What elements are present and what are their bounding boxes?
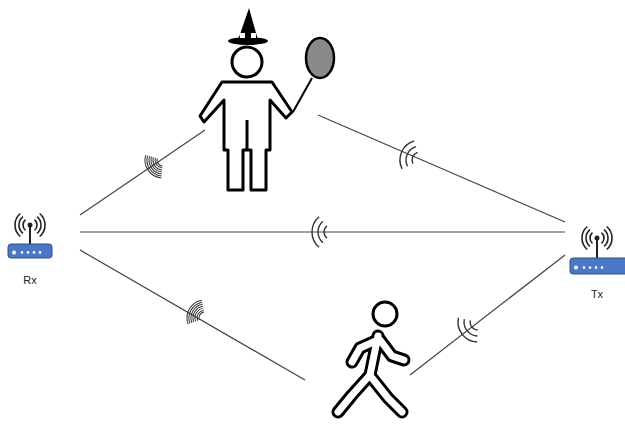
dense-signal-wave	[140, 155, 161, 181]
person-figure	[246, 120, 249, 150]
signal-wave	[403, 145, 416, 167]
router-icon	[570, 227, 625, 274]
signal-wave	[468, 320, 478, 331]
signal-line	[410, 255, 565, 375]
dense-signal-wave	[197, 311, 203, 320]
person-figure	[200, 8, 334, 190]
walking-person	[338, 336, 404, 412]
router-icon	[15, 214, 20, 237]
router-icon	[574, 266, 578, 270]
signal-wave	[453, 318, 477, 346]
router-node: Tx	[565, 200, 625, 310]
router-icon	[595, 236, 600, 241]
dense-signal-wave	[140, 151, 167, 182]
router-icon	[586, 230, 590, 247]
router-icon	[27, 251, 30, 254]
signal-connector	[80, 231, 565, 232]
person-figure	[238, 8, 258, 40]
person-figure	[232, 47, 262, 77]
walking-person	[338, 336, 404, 412]
walking-person	[352, 340, 378, 362]
walking-person	[338, 375, 370, 412]
person-figure	[228, 37, 268, 45]
router-icon	[607, 227, 612, 250]
person-figure	[293, 78, 312, 112]
router-icon	[4, 196, 80, 290]
walking-person	[338, 302, 404, 412]
dense-signal-wave	[195, 309, 204, 321]
signal-wave	[396, 138, 415, 169]
router-icon	[570, 258, 625, 274]
signal-line	[80, 115, 565, 380]
person-figure	[306, 38, 334, 78]
router-icon	[582, 227, 587, 250]
walking-person	[380, 340, 404, 360]
dense-signal-wave	[185, 299, 202, 323]
router-icon	[29, 225, 31, 244]
walking-person	[373, 302, 397, 326]
signal-line	[318, 115, 565, 222]
person-figure	[240, 33, 256, 38]
dense-signal-wave	[182, 297, 201, 324]
router-icon	[12, 250, 16, 254]
dense-signal-wave	[182, 297, 208, 328]
router-label: Tx	[577, 288, 617, 301]
router-icon	[590, 233, 593, 244]
signal-wave	[396, 138, 422, 172]
dense-signal-wave	[155, 158, 162, 167]
dense-signal-wave	[143, 156, 162, 180]
person-figure	[200, 82, 292, 190]
person-figure	[245, 33, 251, 38]
router-icon	[37, 217, 41, 234]
walking-person	[372, 378, 402, 412]
router-icon	[19, 217, 23, 234]
router-label: Rx	[4, 274, 56, 287]
router-icon	[39, 251, 42, 254]
router-icon	[589, 266, 592, 269]
router-icon	[596, 238, 598, 258]
router-icon	[583, 266, 586, 269]
router-icon	[33, 251, 36, 254]
router-icon	[8, 244, 52, 258]
walking-person	[372, 378, 402, 412]
router-icon	[602, 233, 605, 244]
router-icon	[595, 266, 598, 269]
signal-line	[80, 130, 205, 215]
router-icon	[40, 214, 45, 237]
walking-person	[380, 340, 404, 360]
signal-wave	[453, 313, 484, 346]
router-node: Rx	[4, 196, 80, 290]
router-icon	[28, 223, 33, 228]
router-icon	[8, 214, 52, 258]
router-icon	[601, 266, 604, 269]
router-icon	[35, 220, 38, 231]
router-icon	[604, 230, 608, 247]
signal-wave	[410, 151, 417, 163]
router-icon	[21, 251, 24, 254]
router-icon	[23, 220, 26, 231]
signal-line	[80, 250, 305, 380]
walking-person	[338, 375, 370, 412]
